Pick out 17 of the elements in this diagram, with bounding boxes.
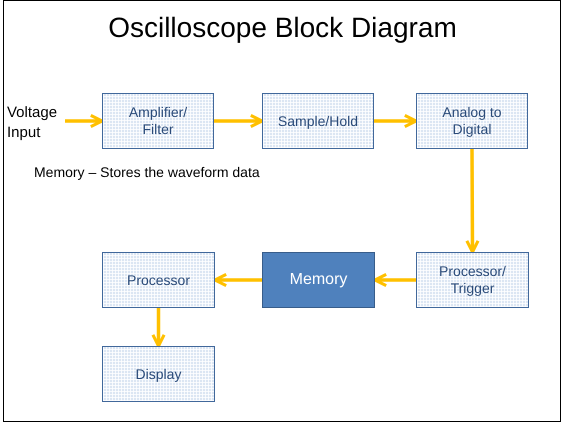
note-text: Memory – Stores the waveform data: [34, 164, 260, 180]
process-box: Display: [102, 346, 215, 402]
process-box: Sample/Hold: [262, 93, 374, 149]
arrow: [373, 272, 416, 288]
title: Oscilloscope Block Diagram: [107, 12, 458, 44]
arrow: [374, 114, 418, 128]
process-box: Memory: [262, 252, 375, 308]
input-label: Voltage Input: [7, 100, 67, 146]
process-box: Processor: [102, 252, 215, 308]
arrow: [465, 149, 480, 254]
process-box: Processor/ Trigger: [416, 252, 529, 308]
arrow: [213, 272, 262, 288]
arrow: [151, 308, 166, 348]
arrow: [214, 114, 264, 128]
arrow: [65, 114, 104, 128]
process-box: Amplifier/ Filter: [102, 93, 214, 149]
process-box: Analog to Digital: [416, 93, 528, 149]
